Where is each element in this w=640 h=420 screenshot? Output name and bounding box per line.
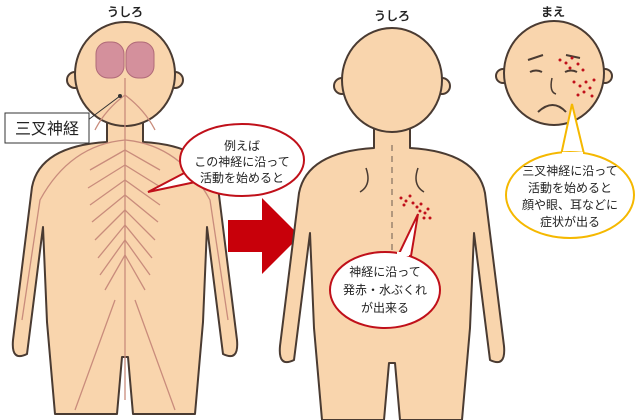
- svg-text:顔や眼、耳などに: 顔や眼、耳などに: [522, 197, 618, 212]
- rash-dots: [399, 194, 432, 220]
- speech-bubble-right: 三叉神経に沿って 活動を始めると 顔や眼、耳などに 症状が出る: [505, 103, 635, 239]
- heading-middle: うしろ: [374, 9, 410, 23]
- brain: [95, 41, 155, 79]
- svg-text:活動を始めると: 活動を始めると: [200, 171, 284, 185]
- speech-bubble-left: 例えば この神経に沿って 活動を始めると: [147, 123, 305, 197]
- speech-bubble-middle: 神経に沿って 発赤・水ぶくれ が出来る: [329, 213, 441, 329]
- heading-right: まえ: [541, 5, 565, 19]
- nerve-tree: [21, 78, 229, 411]
- svg-text:が出来る: が出来る: [361, 300, 409, 315]
- figure-back-rash: うしろ: [278, 9, 506, 420]
- svg-text:この神経に沿って: この神経に沿って: [194, 155, 289, 169]
- rash-dots-face: [558, 56, 596, 98]
- label-box: [4, 112, 90, 144]
- svg-text:活動を始めると: 活動を始めると: [528, 181, 612, 195]
- figure-back-nerves: うしろ 三叉神経: [4, 5, 239, 415]
- svg-text:三叉神経に沿って: 三叉神経に沿って: [522, 164, 617, 178]
- arrow-right-icon: [228, 198, 300, 274]
- figure-face-front: まえ: [495, 5, 613, 126]
- label-trigeminal: 三叉神経: [15, 119, 79, 138]
- svg-text:症状が出る: 症状が出る: [540, 214, 600, 229]
- svg-text:発赤・水ぶくれ: 発赤・水ぶくれ: [343, 283, 427, 297]
- svg-text:例えば: 例えば: [224, 139, 260, 153]
- heading-left: うしろ: [107, 5, 143, 19]
- svg-text:神経に沿って: 神経に沿って: [349, 265, 420, 279]
